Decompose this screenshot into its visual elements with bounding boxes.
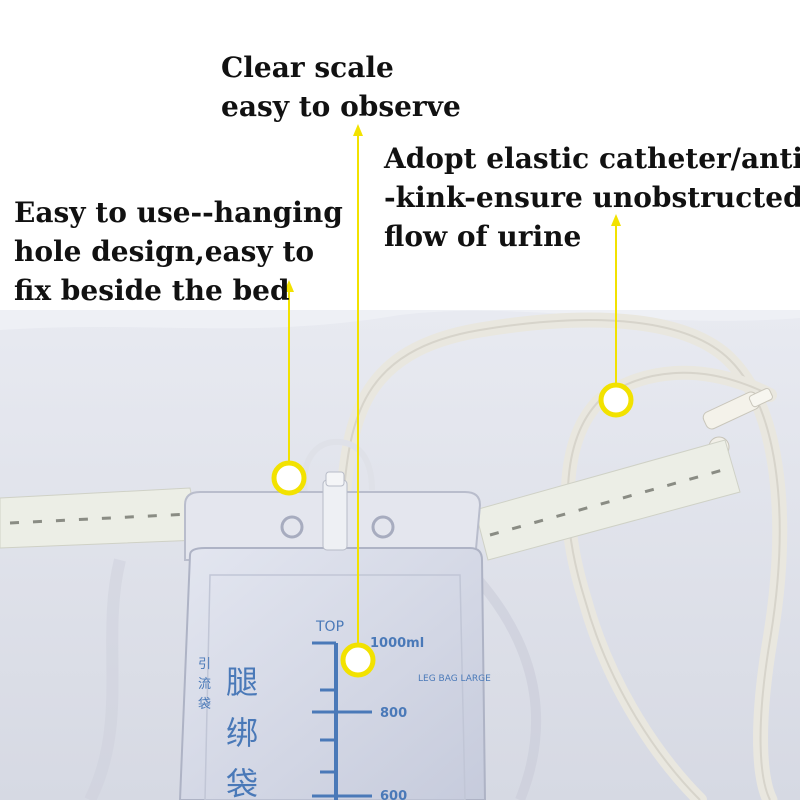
caption-clear-scale: Clear scale easy to observe <box>221 48 461 126</box>
caption-line: easy to observe <box>221 90 461 123</box>
caption-line: Clear scale <box>221 51 394 84</box>
caption-hanging-hole: Easy to use--hanging hole design,easy to… <box>14 193 343 310</box>
hanging-loop <box>301 438 375 496</box>
chinese-large-1: 腿 <box>226 663 258 701</box>
pointer-scale <box>340 124 376 678</box>
left-elastic-strap <box>0 487 201 549</box>
chinese-small-1: 引 <box>198 657 211 672</box>
caption-line: -kink-ensure unobstructed <box>384 181 800 214</box>
caption-line: Adopt elastic catheter/anti <box>384 142 800 175</box>
caption-line: Easy to use--hanging <box>14 196 343 229</box>
caption-line: flow of urine <box>384 220 582 253</box>
scale-1000ml-label: 1000ml <box>370 636 424 651</box>
pointer-hanging-hole <box>271 280 307 496</box>
caption-elastic-catheter: Adopt elastic catheter/anti -kink-ensure… <box>384 139 800 256</box>
chinese-small-3: 袋 <box>198 697 211 712</box>
caption-line: fix beside the bed <box>14 274 290 307</box>
scale-top-label: TOP <box>315 619 344 635</box>
white-backdrop <box>0 0 800 310</box>
caption-line: hole design,easy to <box>14 235 315 268</box>
urine-bag <box>178 471 487 800</box>
chinese-small-2: 流 <box>198 677 211 692</box>
chinese-large-3: 袋 <box>226 765 258 800</box>
chinese-large-2: 绑 <box>226 714 258 752</box>
pointer-catheter <box>598 214 634 418</box>
scale-800-label: 800 <box>380 706 407 721</box>
scale-600-label: 600 <box>380 789 407 800</box>
volume-scale <box>312 641 372 800</box>
right-elastic-strap <box>474 439 741 561</box>
product-label: LEG BAG LARGE <box>418 674 491 684</box>
